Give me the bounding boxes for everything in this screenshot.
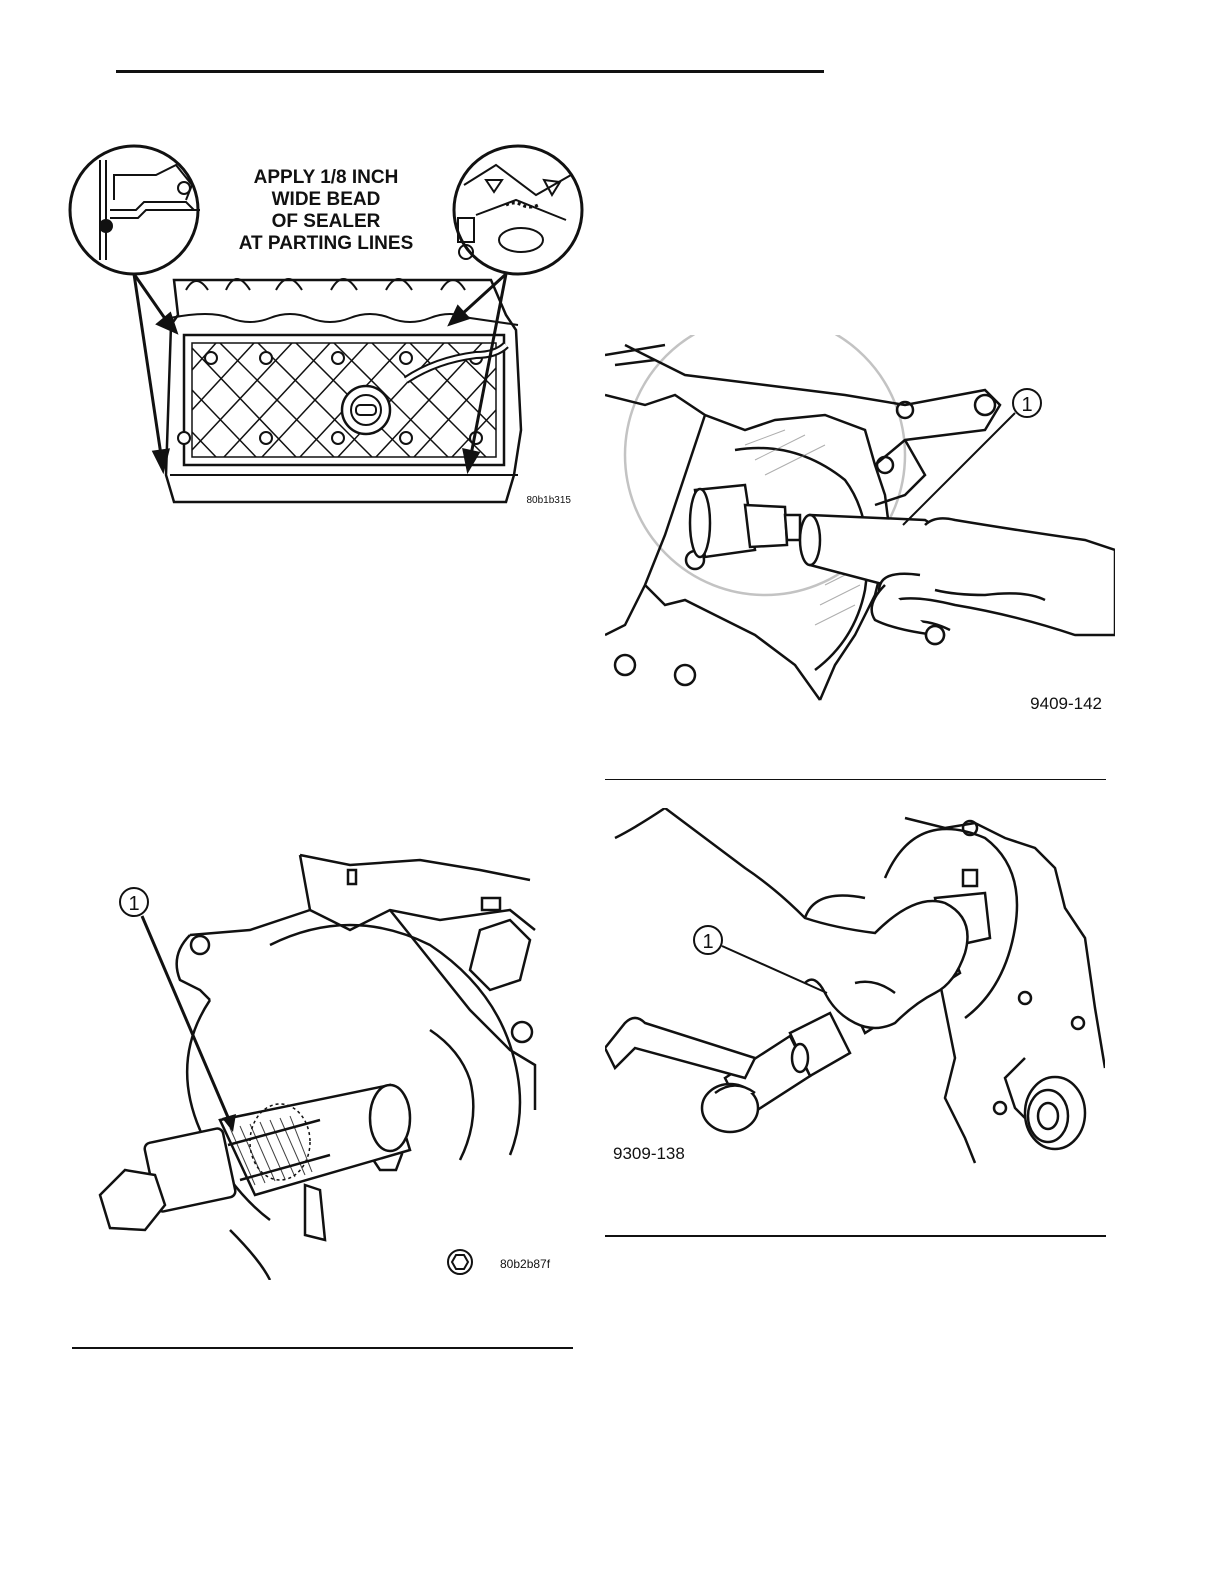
sealer-caption-line-1: APPLY 1/8 INCH — [254, 167, 399, 188]
tool-right-top-code: 9409-142 — [1030, 694, 1102, 713]
figure-tool-left-bottom: 1 80b2b87f — [90, 850, 560, 1280]
housing-bolt-drawing — [372, 1142, 402, 1280]
callout-1-left-bottom: 1 — [120, 888, 236, 1132]
bolt-icon — [448, 1250, 472, 1274]
tool-right-bottom-code: 9309-138 — [613, 1144, 685, 1163]
pulley-drawing — [1025, 1077, 1085, 1149]
divider-left-1 — [72, 1347, 573, 1349]
figure-tool-right-bottom: 1 9309-138 — [605, 808, 1105, 1168]
svg-text:1: 1 — [1021, 394, 1032, 416]
tool-left-bottom-code: 80b2b87f — [500, 1257, 551, 1271]
right-detail-circle — [454, 146, 582, 274]
extension-housing-drawing — [177, 855, 535, 1280]
handle-rod-drawing — [605, 1018, 755, 1078]
divider-right-1 — [605, 779, 1106, 780]
header-rule — [116, 70, 824, 73]
installer-tool-large-drawing — [100, 1085, 410, 1240]
sealer-caption-line-3: OF SEALER — [272, 211, 381, 232]
hand-drawing-bottom — [615, 808, 968, 1028]
callout-1-right-top: 1 — [903, 389, 1041, 525]
sealer-caption-line-2: WIDE BEAD — [272, 189, 381, 210]
figure-sealer-application: APPLY 1/8 INCH WIDE BEAD OF SEALER AT PA… — [66, 140, 586, 505]
svg-text:1: 1 — [702, 931, 713, 953]
divider-right-2 — [605, 1235, 1106, 1237]
sealer-caption-line-4: AT PARTING LINES — [239, 233, 414, 254]
svg-text:1: 1 — [128, 893, 139, 915]
figure-tool-right-top: 1 9409-142 — [605, 335, 1115, 715]
left-detail-circle — [70, 146, 200, 274]
sealer-figure-code: 80b1b315 — [527, 495, 572, 505]
